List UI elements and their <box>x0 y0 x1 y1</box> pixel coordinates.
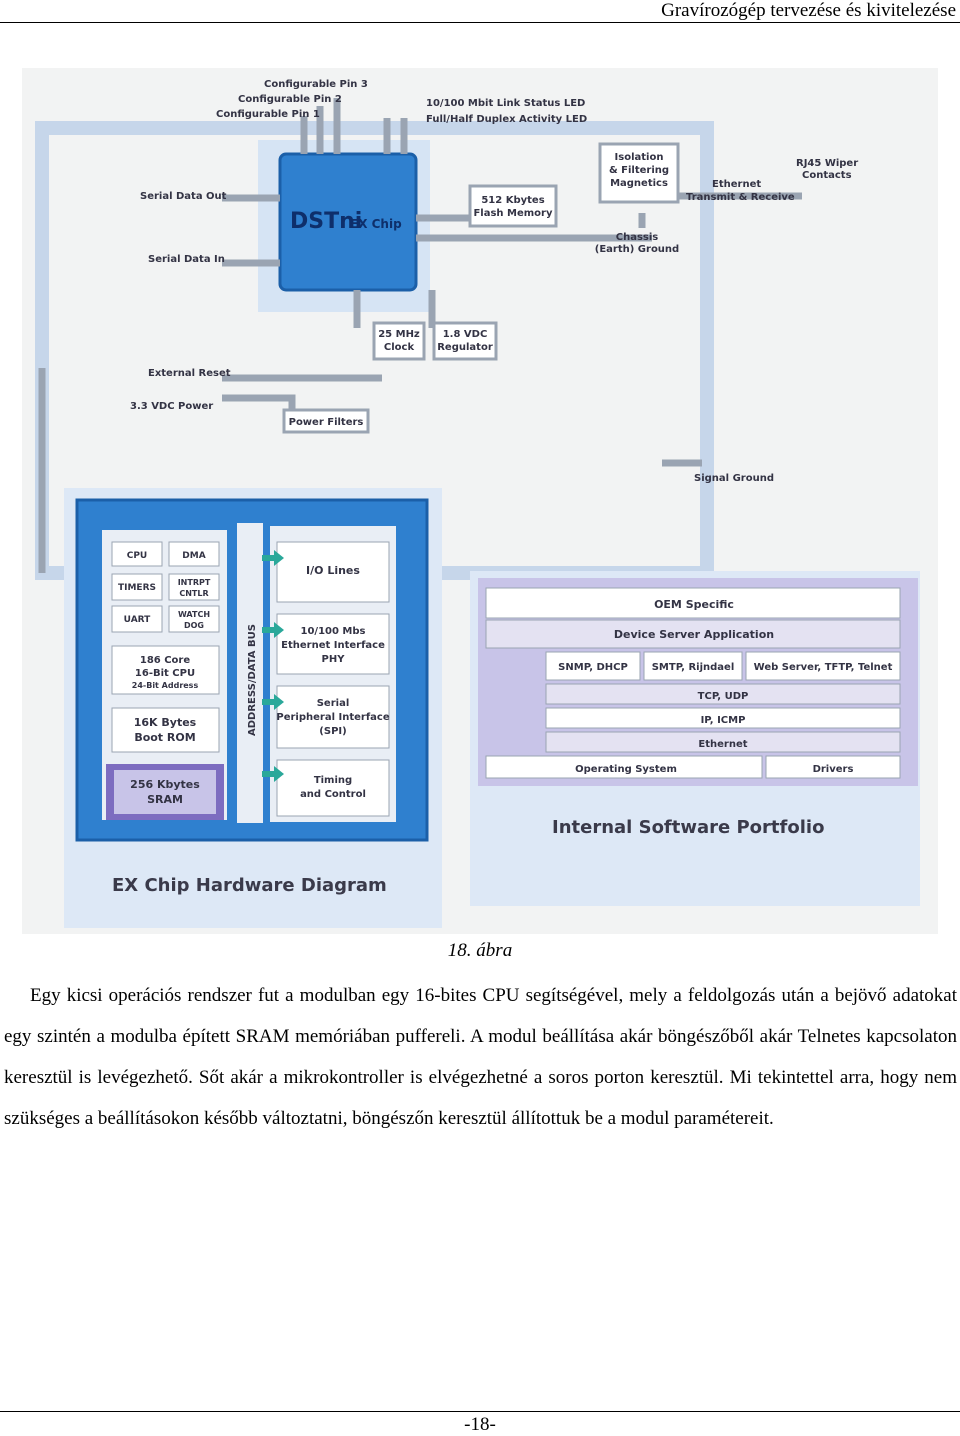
svg-text:I/O Lines: I/O Lines <box>306 564 360 577</box>
figure: DSTni EX Chip 512 Kbytes Flash Memory Is… <box>22 68 938 934</box>
svg-text:TIMERS: TIMERS <box>118 583 156 593</box>
module-diagram: DSTni EX Chip 512 Kbytes Flash Memory Is… <box>22 68 938 934</box>
svg-text:Power Filters: Power Filters <box>289 417 364 428</box>
svg-text:Device Server Application: Device Server Application <box>614 628 774 641</box>
svg-text:512 Kbytes: 512 Kbytes <box>481 195 544 206</box>
svg-text:Transmit & Receive: Transmit & Receive <box>686 192 795 203</box>
bus-label: ADDRESS/DATA BUS <box>247 624 258 736</box>
svg-text:Clock: Clock <box>384 342 415 353</box>
svg-text:Magnetics: Magnetics <box>610 178 668 189</box>
svg-text:Boot ROM: Boot ROM <box>134 731 195 744</box>
svg-text:External Reset: External Reset <box>148 368 231 379</box>
figure-caption: 18. ábra <box>447 940 513 961</box>
svg-text:CNTLR: CNTLR <box>179 589 208 598</box>
svg-text:Configurable Pin 3: Configurable Pin 3 <box>264 79 368 90</box>
svg-text:IP, ICMP: IP, ICMP <box>701 715 746 726</box>
svg-text:Drivers: Drivers <box>813 764 854 775</box>
svg-text:Ethernet: Ethernet <box>712 179 761 190</box>
svg-text:OEM Specific: OEM Specific <box>654 598 734 611</box>
svg-text:Serial: Serial <box>317 698 350 709</box>
svg-text:SNMP, DHCP: SNMP, DHCP <box>558 662 628 673</box>
svg-text:25 MHz: 25 MHz <box>378 329 420 340</box>
svg-text:Ethernet Interface: Ethernet Interface <box>281 640 385 651</box>
svg-text:1.8 VDC: 1.8 VDC <box>443 329 488 340</box>
svg-text:(Earth) Ground: (Earth) Ground <box>595 244 679 255</box>
chip-suffix: EX Chip <box>350 217 402 231</box>
svg-text:Configurable Pin 2: Configurable Pin 2 <box>238 94 342 105</box>
svg-text:Isolation: Isolation <box>615 152 664 163</box>
software-title: Internal Software Portfolio <box>552 817 824 838</box>
body-text: Egy kicsi operációs rendszer fut a modul… <box>4 975 957 1139</box>
svg-text:256 Kbytes: 256 Kbytes <box>130 778 200 791</box>
svg-text:24-Bit Address: 24-Bit Address <box>132 681 199 690</box>
svg-text:Full/Half Duplex Activity LED: Full/Half Duplex Activity LED <box>426 114 587 125</box>
svg-text:Operating System: Operating System <box>575 764 677 775</box>
svg-text:Peripheral Interface: Peripheral Interface <box>276 712 389 723</box>
svg-text:UART: UART <box>124 615 152 625</box>
svg-text:10/100 Mbit Link Status LED: 10/100 Mbit Link Status LED <box>426 98 585 109</box>
svg-text:186 Core: 186 Core <box>140 655 190 666</box>
svg-text:WATCH: WATCH <box>178 610 210 619</box>
svg-text:Regulator: Regulator <box>437 342 493 353</box>
header-title: Gravírozógép tervezése és kivitelezése <box>661 0 956 21</box>
regulator-box <box>432 321 498 361</box>
svg-text:(SPI): (SPI) <box>319 726 346 737</box>
svg-text:& Filtering: & Filtering <box>609 165 669 176</box>
svg-text:SMTP, Rijndael: SMTP, Rijndael <box>652 662 735 673</box>
flash-memory-box <box>468 184 558 228</box>
svg-text:INTRPT: INTRPT <box>178 578 211 587</box>
svg-text:and Control: and Control <box>300 789 366 800</box>
page-number: -18- <box>464 1414 496 1435</box>
clock-box <box>372 321 426 361</box>
svg-text:Signal Ground: Signal Ground <box>694 473 774 484</box>
hardware-title: EX Chip Hardware Diagram <box>112 875 387 896</box>
svg-text:16-Bit CPU: 16-Bit CPU <box>135 668 195 679</box>
svg-text:RJ45 Wiper: RJ45 Wiper <box>796 158 858 169</box>
svg-text:Chassis: Chassis <box>616 232 659 243</box>
svg-text:PHY: PHY <box>322 654 346 665</box>
svg-text:10/100 Mbs: 10/100 Mbs <box>301 626 366 637</box>
svg-text:DMA: DMA <box>182 551 205 561</box>
svg-text:Contacts: Contacts <box>802 170 852 181</box>
svg-text:CPU: CPU <box>127 551 148 561</box>
svg-text:SRAM: SRAM <box>147 793 183 806</box>
svg-text:Timing: Timing <box>314 775 352 786</box>
paragraph: Egy kicsi operációs rendszer fut a modul… <box>4 985 957 1129</box>
svg-text:16K Bytes: 16K Bytes <box>134 716 197 729</box>
svg-text:Web Server, TFTP, Telnet: Web Server, TFTP, Telnet <box>754 662 893 673</box>
svg-text:3.3 VDC Power: 3.3 VDC Power <box>130 401 213 412</box>
isolation-box <box>598 142 680 204</box>
page-footer: -18- <box>0 1411 960 1436</box>
page-header: Gravírozógép tervezése és kivitelezése <box>0 0 960 23</box>
dstni-chip <box>278 152 418 292</box>
svg-text:Serial Data In: Serial Data In <box>148 254 225 265</box>
svg-text:DOG: DOG <box>184 621 204 630</box>
power-filters-box <box>282 408 370 434</box>
svg-text:Ethernet: Ethernet <box>698 739 747 750</box>
chip-name: DSTni <box>290 209 362 234</box>
svg-text:Flash Memory: Flash Memory <box>473 208 553 219</box>
svg-text:Serial Data Out: Serial Data Out <box>140 191 227 202</box>
svg-text:Configurable Pin 1: Configurable Pin 1 <box>216 109 320 120</box>
svg-text:TCP, UDP: TCP, UDP <box>698 691 749 702</box>
